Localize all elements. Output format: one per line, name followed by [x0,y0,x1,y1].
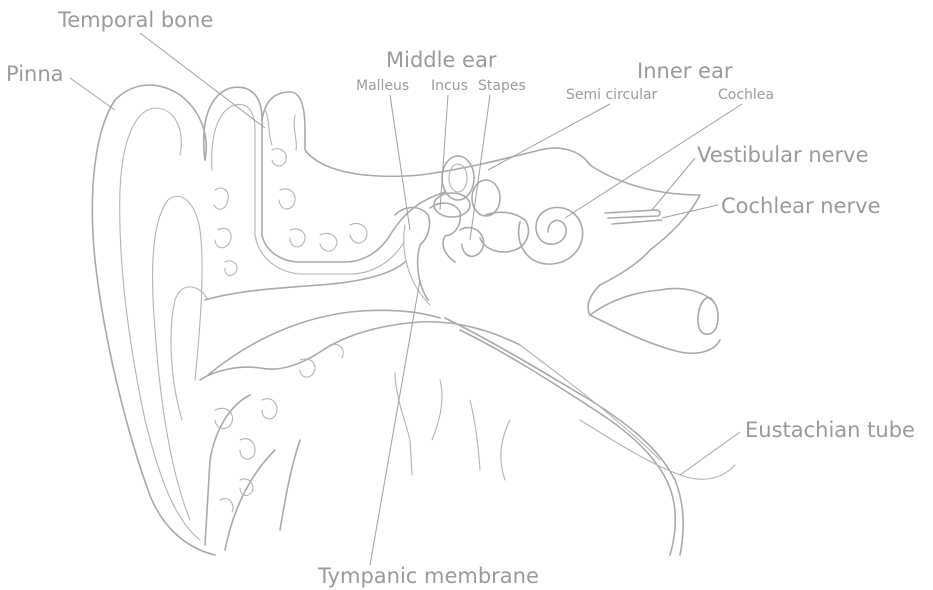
eustachian-tube-inner [460,330,675,555]
incus-shape [430,203,460,262]
lower-bone-outline [200,322,520,380]
lower-bone-edge [395,372,510,480]
leader-stapes [470,95,490,240]
bone-texture-b [272,149,367,251]
stapes-shape [460,228,484,257]
leader-vestibular-nerve [652,158,695,210]
eustachian-tube-outline [445,318,683,555]
bone-texture-a [214,188,237,275]
label-cochlear-nerve: Cochlear nerve [721,196,881,217]
leader-malleus [390,95,410,230]
bone-texture-c [265,110,296,150]
temporal-bone-inner [212,104,404,274]
label-pinna: Pinna [6,64,64,85]
label-inner-ear: Inner ear [637,61,732,82]
temporal-bone-outline [204,87,445,262]
label-middle-ear: Middle ear [386,50,496,71]
label-tympanic-membrane: Tympanic membrane [318,566,539,587]
leader-pinna [70,78,115,110]
label-stapes: Stapes [478,79,526,93]
leader-tympanic-membrane [370,280,420,565]
nasopharynx-tube [698,298,718,335]
vestibular-nerve-shape [605,210,660,218]
vestibule-shape [480,212,528,252]
leader-cochlear-nerve [662,205,718,218]
pinna-inner-fold [120,108,200,540]
temporal-bone-right [262,92,590,176]
pinna-concha [171,287,208,420]
label-eustachian-tube: Eustachian tube [745,420,915,441]
lower-bone-base [205,395,300,550]
lower-bone-texture [215,344,343,512]
petrous-lower [590,288,720,353]
label-temporal-bone: Temporal bone [58,10,213,31]
label-cochlea: Cochlea [718,88,774,102]
label-incus: Incus [431,79,468,93]
leader-semi-circular [488,104,610,170]
cochlear-nerve-shape [612,220,662,224]
label-malleus: Malleus [356,79,409,93]
label-vestibular-nerve: Vestibular nerve [697,145,869,166]
leader-temporal-bone [140,33,265,128]
label-semi-circular: Semi circular [566,88,657,102]
ear-canal-top [205,262,405,300]
